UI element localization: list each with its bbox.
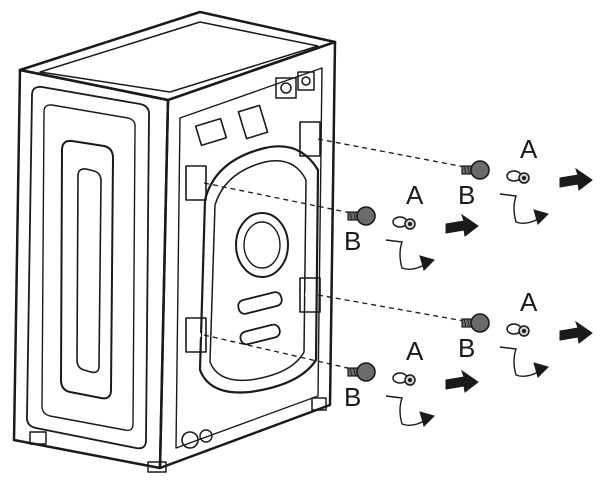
guide-lines — [203, 138, 471, 371]
bolt-b — [347, 206, 376, 226]
label-b: B — [458, 180, 475, 210]
spacer-a — [506, 170, 530, 184]
label-a: A — [406, 180, 424, 210]
drain-outlet — [181, 429, 213, 449]
bolt-b — [461, 160, 490, 180]
bolt-mount-upper-right — [299, 121, 321, 157]
washing-machine — [12, 10, 337, 473]
bolt-b — [347, 362, 376, 382]
bolt-set-lower-left: BA — [344, 336, 479, 427]
machine-rear-panel — [158, 40, 337, 470]
drum-hub — [235, 212, 289, 278]
front-handle — [60, 139, 114, 400]
bolt-set-upper-right: BA — [458, 134, 593, 225]
bolt-mount-lower-left — [185, 317, 207, 353]
rear-foot — [311, 397, 327, 411]
unscrew-arrow-icon — [499, 193, 549, 225]
unscrew-arrow-icon — [499, 346, 549, 378]
label-b: B — [344, 226, 361, 256]
rear-slot-upper — [237, 291, 283, 315]
machine-front-panel — [12, 68, 170, 470]
label-a: A — [520, 287, 538, 317]
bolt-set-lower-right: BA — [458, 287, 593, 378]
unscrew-arrow-icon — [385, 239, 435, 271]
label-a: A — [406, 336, 424, 366]
water-inlet-fitting — [275, 71, 315, 99]
label-b: B — [458, 333, 475, 363]
rear-vent-left — [194, 117, 228, 147]
spacer-a — [392, 372, 416, 386]
label-a: A — [520, 134, 538, 164]
removal-arrow-icon — [559, 320, 593, 344]
bolt-b — [461, 313, 490, 333]
unscrew-arrow-icon — [385, 395, 435, 427]
drum-rear-housing — [198, 145, 320, 394]
front-foot-left — [29, 431, 47, 445]
removal-arrow-icon — [445, 369, 479, 393]
label-b: B — [344, 382, 361, 412]
spacer-a — [392, 216, 416, 230]
removal-arrow-icon — [559, 167, 593, 191]
spacer-a — [506, 323, 530, 337]
bolt-set-upper-left: BA — [344, 180, 479, 271]
removal-arrow-icon — [445, 213, 479, 237]
bolt-mount-upper-left — [185, 165, 207, 201]
rear-vent-right — [237, 104, 269, 140]
rear-slot-lower — [239, 323, 281, 346]
